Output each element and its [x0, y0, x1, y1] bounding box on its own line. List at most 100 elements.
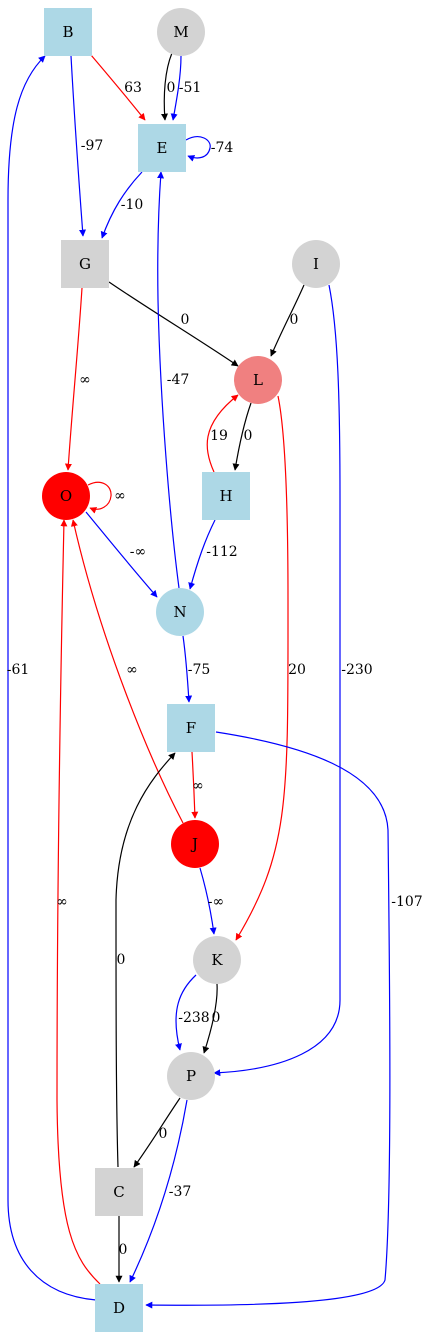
edge-j-k: [199, 867, 217, 935]
edge-label-c-d: 0: [119, 1242, 128, 1258]
node-shape-j: [171, 820, 219, 868]
node-label-g: G: [79, 255, 91, 273]
node-label-l: L: [253, 371, 263, 389]
edge-label-e-e: -74: [211, 140, 234, 156]
edge-b-g: [70, 55, 87, 237]
node-i: I: [292, 240, 340, 288]
edge-label-o-n: -∞: [130, 544, 146, 560]
edge-label-m-e-b: -51: [179, 80, 202, 96]
edge-label-c-f: 0: [117, 952, 126, 968]
edge-m-e-b: [170, 55, 182, 121]
node-shape-f: [167, 704, 215, 752]
node-label-c: C: [113, 1183, 124, 1201]
edge-label-l-k: 20: [288, 662, 306, 678]
node-shape-c: [95, 1168, 143, 1216]
node-shape-k: [193, 936, 241, 984]
edge-label-b-g: -97: [81, 138, 104, 154]
node-f: F: [167, 704, 215, 752]
node-shape-o: [42, 472, 90, 520]
node-b: B: [44, 8, 92, 56]
node-label-j: J: [190, 835, 198, 853]
node-label-e: E: [157, 139, 168, 157]
edge-label-i-l: 0: [290, 312, 299, 328]
node-l: L: [234, 356, 282, 404]
node-label-k: K: [211, 951, 223, 969]
node-label-i: I: [313, 255, 319, 273]
node-label-d: D: [113, 1299, 125, 1317]
node-label-b: B: [62, 23, 73, 41]
edges-layer: [7, 52, 391, 1309]
edge-label-g-l: 0: [181, 312, 190, 328]
node-d: D: [95, 1284, 143, 1332]
edge-e-e: [185, 136, 211, 162]
node-n: N: [156, 588, 204, 636]
edge-label-h-n: -112: [206, 544, 237, 560]
edge-label-n-f: -75: [188, 662, 211, 678]
node-shape-n: [156, 588, 204, 636]
edge-label-k-p-a: -238: [178, 1010, 209, 1026]
edge-labels-layer: 63-970-51-74-100∞0-230-4701920∞-∞-112-75…: [7, 80, 423, 1258]
edge-d-b: [7, 55, 97, 1301]
edge-j-o: [70, 519, 184, 824]
node-label-h: H: [219, 487, 232, 505]
edge-label-f-j: ∞: [192, 778, 204, 794]
edge-o-o: [87, 481, 112, 514]
edge-g-o: [64, 287, 83, 471]
edge-n-f: [182, 635, 193, 703]
edge-label-d-o: ∞: [56, 894, 68, 910]
edge-label-d-b: -61: [7, 662, 30, 678]
edge-p-d: [129, 1099, 188, 1283]
edge-k-p-a: [175, 974, 197, 1051]
node-label-p: P: [186, 1067, 196, 1085]
edge-o-n: [85, 511, 158, 598]
node-shape-e: [138, 124, 186, 172]
edge-label-j-o: ∞: [126, 662, 138, 678]
node-shape-g: [61, 240, 109, 288]
edge-c-f: [115, 752, 176, 1168]
node-shape-l: [234, 356, 282, 404]
edge-label-f-d: -107: [391, 894, 422, 910]
edge-p-c: [133, 1097, 181, 1168]
edge-label-m-e-a: 0: [167, 80, 176, 96]
node-shape-h: [202, 472, 250, 520]
edge-e-g: [100, 171, 143, 239]
edge-label-b-e: 63: [124, 80, 142, 96]
edge-d-o: [56, 519, 101, 1285]
node-label-f: F: [186, 719, 196, 737]
node-h: H: [202, 472, 250, 520]
edge-m-e-a: [161, 52, 173, 121]
edge-label-h-l: 19: [210, 428, 228, 444]
node-k: K: [193, 936, 241, 984]
edge-label-n-e: -47: [167, 372, 190, 388]
edge-h-l: [206, 394, 239, 473]
edge-n-e: [157, 171, 180, 589]
node-shape-i: [292, 240, 340, 288]
node-o: O: [42, 472, 90, 520]
edge-label-e-g: -10: [121, 197, 144, 213]
node-label-o: O: [60, 487, 72, 505]
node-j: J: [171, 820, 219, 868]
edge-i-l: [270, 284, 305, 357]
edge-b-e: [90, 54, 146, 121]
edge-label-p-d: -37: [169, 1184, 192, 1200]
edge-label-p-c: 0: [159, 1126, 168, 1142]
nodes-layer: B M E G I L O H N F J K P C D: [42, 8, 340, 1332]
edge-label-g-o: ∞: [79, 372, 91, 388]
edge-k-p-b: [202, 983, 218, 1054]
edge-h-n: [188, 519, 216, 590]
edge-label-o-o: ∞: [114, 488, 126, 504]
node-label-m: M: [173, 23, 188, 41]
edge-l-h: [232, 402, 252, 471]
node-shape-b: [44, 8, 92, 56]
node-p: P: [167, 1052, 215, 1100]
edge-g-l: [108, 281, 239, 367]
edge-f-d: [145, 731, 391, 1309]
node-shape-d: [95, 1284, 143, 1332]
node-e: E: [138, 124, 186, 172]
edge-i-p: [213, 284, 341, 1077]
edge-label-i-p: -230: [341, 662, 372, 678]
node-g: G: [61, 240, 109, 288]
node-shape-m: [157, 8, 205, 56]
edge-label-k-p-b: 0: [212, 1010, 221, 1026]
